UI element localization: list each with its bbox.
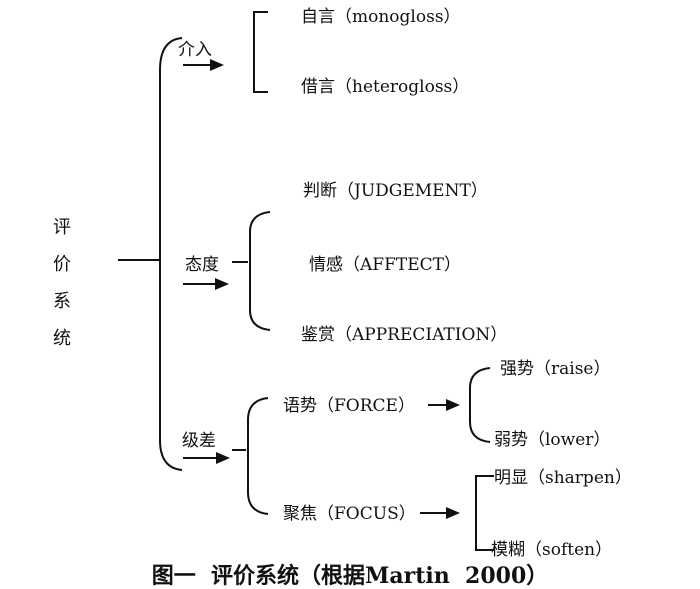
attitude-arrow [183, 278, 229, 290]
force-brace [469, 367, 491, 443]
focus-label: 聚焦（FOCUS） [283, 504, 416, 524]
root-label: 评 价 系 统 [53, 217, 71, 349]
root-char-1: 评 [53, 217, 71, 238]
graduation-brace [247, 397, 269, 515]
attitude-label: 态度 [185, 255, 219, 275]
attitude-brace [249, 211, 271, 331]
engagement-heterogloss: 借言（heterogloss） [301, 77, 469, 97]
force-lower: 弱势（lower） [494, 430, 610, 450]
root-char-3: 系 [53, 291, 71, 312]
engagement-monogloss: 自言（monogloss） [301, 7, 461, 27]
engagement-arrow [183, 59, 224, 71]
root-char-4: 统 [53, 328, 71, 349]
force-arrow [428, 399, 460, 411]
force-raise: 强势（raise） [500, 359, 610, 379]
root-char-2: 价 [53, 254, 71, 275]
focus-bracket [475, 475, 494, 551]
graduation-arrow [183, 452, 230, 464]
force-label: 语势（FORCE） [283, 396, 415, 416]
focus-arrow [420, 507, 460, 519]
focus-soften: 模糊（soften） [491, 540, 612, 560]
graduation-label: 级差 [182, 431, 216, 451]
engagement-label: 介入 [178, 40, 212, 60]
attitude-affect: 情感（AFFTECT） [309, 255, 461, 275]
figure-caption: 图一 评价系统（根据Martin 2000） [152, 563, 549, 589]
attitude-appreciation: 鉴赏（APPRECIATION） [301, 325, 507, 345]
main-brace [159, 37, 183, 471]
focus-sharpen: 明显（sharpen） [494, 468, 632, 488]
engagement-bracket [253, 11, 268, 93]
attitude-judgement: 判断（JUDGEMENT） [303, 181, 488, 201]
